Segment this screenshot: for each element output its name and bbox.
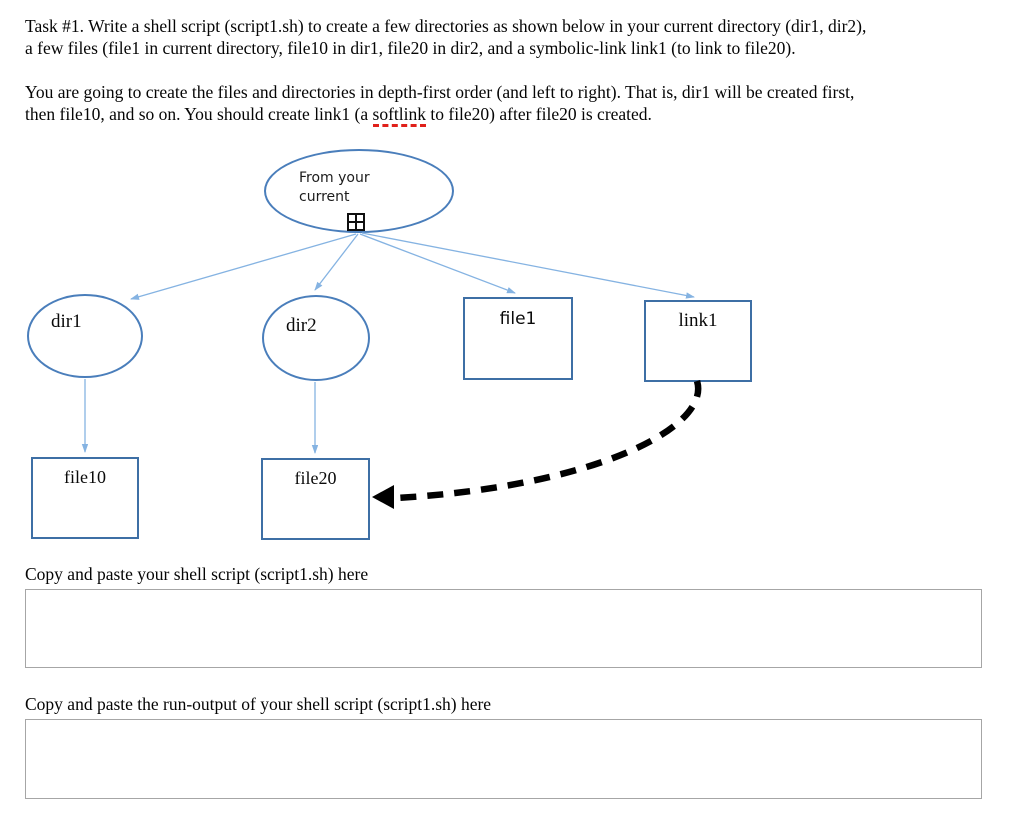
node-file20: file20	[261, 458, 370, 540]
misspelled-word-softlink: softlink	[372, 104, 426, 127]
node-dir2: dir2	[262, 295, 370, 381]
symlink-dashed-arrow	[396, 380, 702, 502]
root-label-line2: current	[299, 189, 350, 205]
run-output-paste-label: Copy and paste the run-output of your sh…	[25, 694, 492, 714]
node-link1-label: link1	[678, 310, 718, 331]
connector-root-to-dir2	[314, 233, 359, 291]
script-paste-label: Copy and paste your shell script (script…	[25, 564, 369, 584]
node-current-directory: From your current	[264, 149, 454, 233]
root-node-label: From your current	[299, 169, 370, 207]
task-description-line1: Task #1. Write a shell script (script1.s…	[25, 16, 867, 36]
connector-root-to-dir1	[130, 233, 357, 300]
task-instructions: You are going to create the files and di…	[25, 81, 1015, 127]
connector-root-to-file1	[359, 233, 516, 294]
task-description-line2: a few files (file1 in current directory,…	[25, 38, 796, 58]
node-link1: link1	[644, 300, 752, 382]
connector-root-to-link1	[361, 232, 695, 299]
run-output-paste-box[interactable]	[25, 719, 982, 799]
script-paste-box[interactable]	[25, 589, 982, 668]
instructions-text-after: to file20) after file20 is created.	[426, 104, 652, 124]
node-file20-label: file20	[294, 468, 337, 488]
node-file1-label: file1	[499, 309, 537, 329]
node-file1: file1	[463, 297, 573, 380]
node-file10-label: file10	[64, 467, 106, 487]
node-file10: file10	[31, 457, 139, 539]
node-dir2-label: dir2	[286, 315, 317, 336]
task-description: Task #1. Write a shell script (script1.s…	[25, 15, 1015, 59]
instructions-text-before: then file10, and so on. You should creat…	[25, 104, 373, 124]
node-dir1-label: dir1	[51, 311, 82, 332]
node-dir1: dir1	[27, 294, 143, 378]
task-instructions-line1: You are going to create the files and di…	[25, 82, 855, 102]
root-label-line1: From your	[299, 170, 370, 186]
symlink-arrow-head	[372, 485, 394, 509]
task-instructions-line2: then file10, and so on. You should creat…	[25, 103, 1015, 127]
expand-plus-icon	[347, 213, 365, 231]
